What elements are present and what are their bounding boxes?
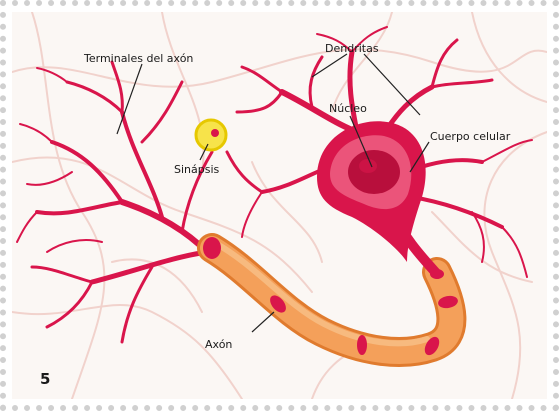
synapse-dot	[211, 129, 219, 137]
nucleus	[348, 150, 400, 194]
figure-number: 5	[40, 370, 50, 388]
label-nucleus: Núcleo	[329, 103, 367, 114]
node-of-ranvier	[357, 335, 367, 355]
label-axon-terminals: Terminales del axón	[84, 53, 193, 64]
neuron-illustration	[12, 12, 547, 399]
label-cell-body: Cuerpo celular	[430, 131, 510, 142]
label-synapse: Sinápsis	[174, 164, 219, 175]
synapse-ring	[196, 120, 226, 150]
cell-body	[317, 121, 426, 262]
label-dendrites: Dendritas	[325, 43, 379, 54]
label-axon: Axón	[205, 339, 232, 350]
neuron-diagram: Terminales del axón Dendritas Núcleo Cue…	[12, 12, 547, 399]
background-fibers	[12, 12, 547, 399]
axon-terminals	[17, 62, 212, 342]
node-of-ranvier	[203, 237, 221, 259]
